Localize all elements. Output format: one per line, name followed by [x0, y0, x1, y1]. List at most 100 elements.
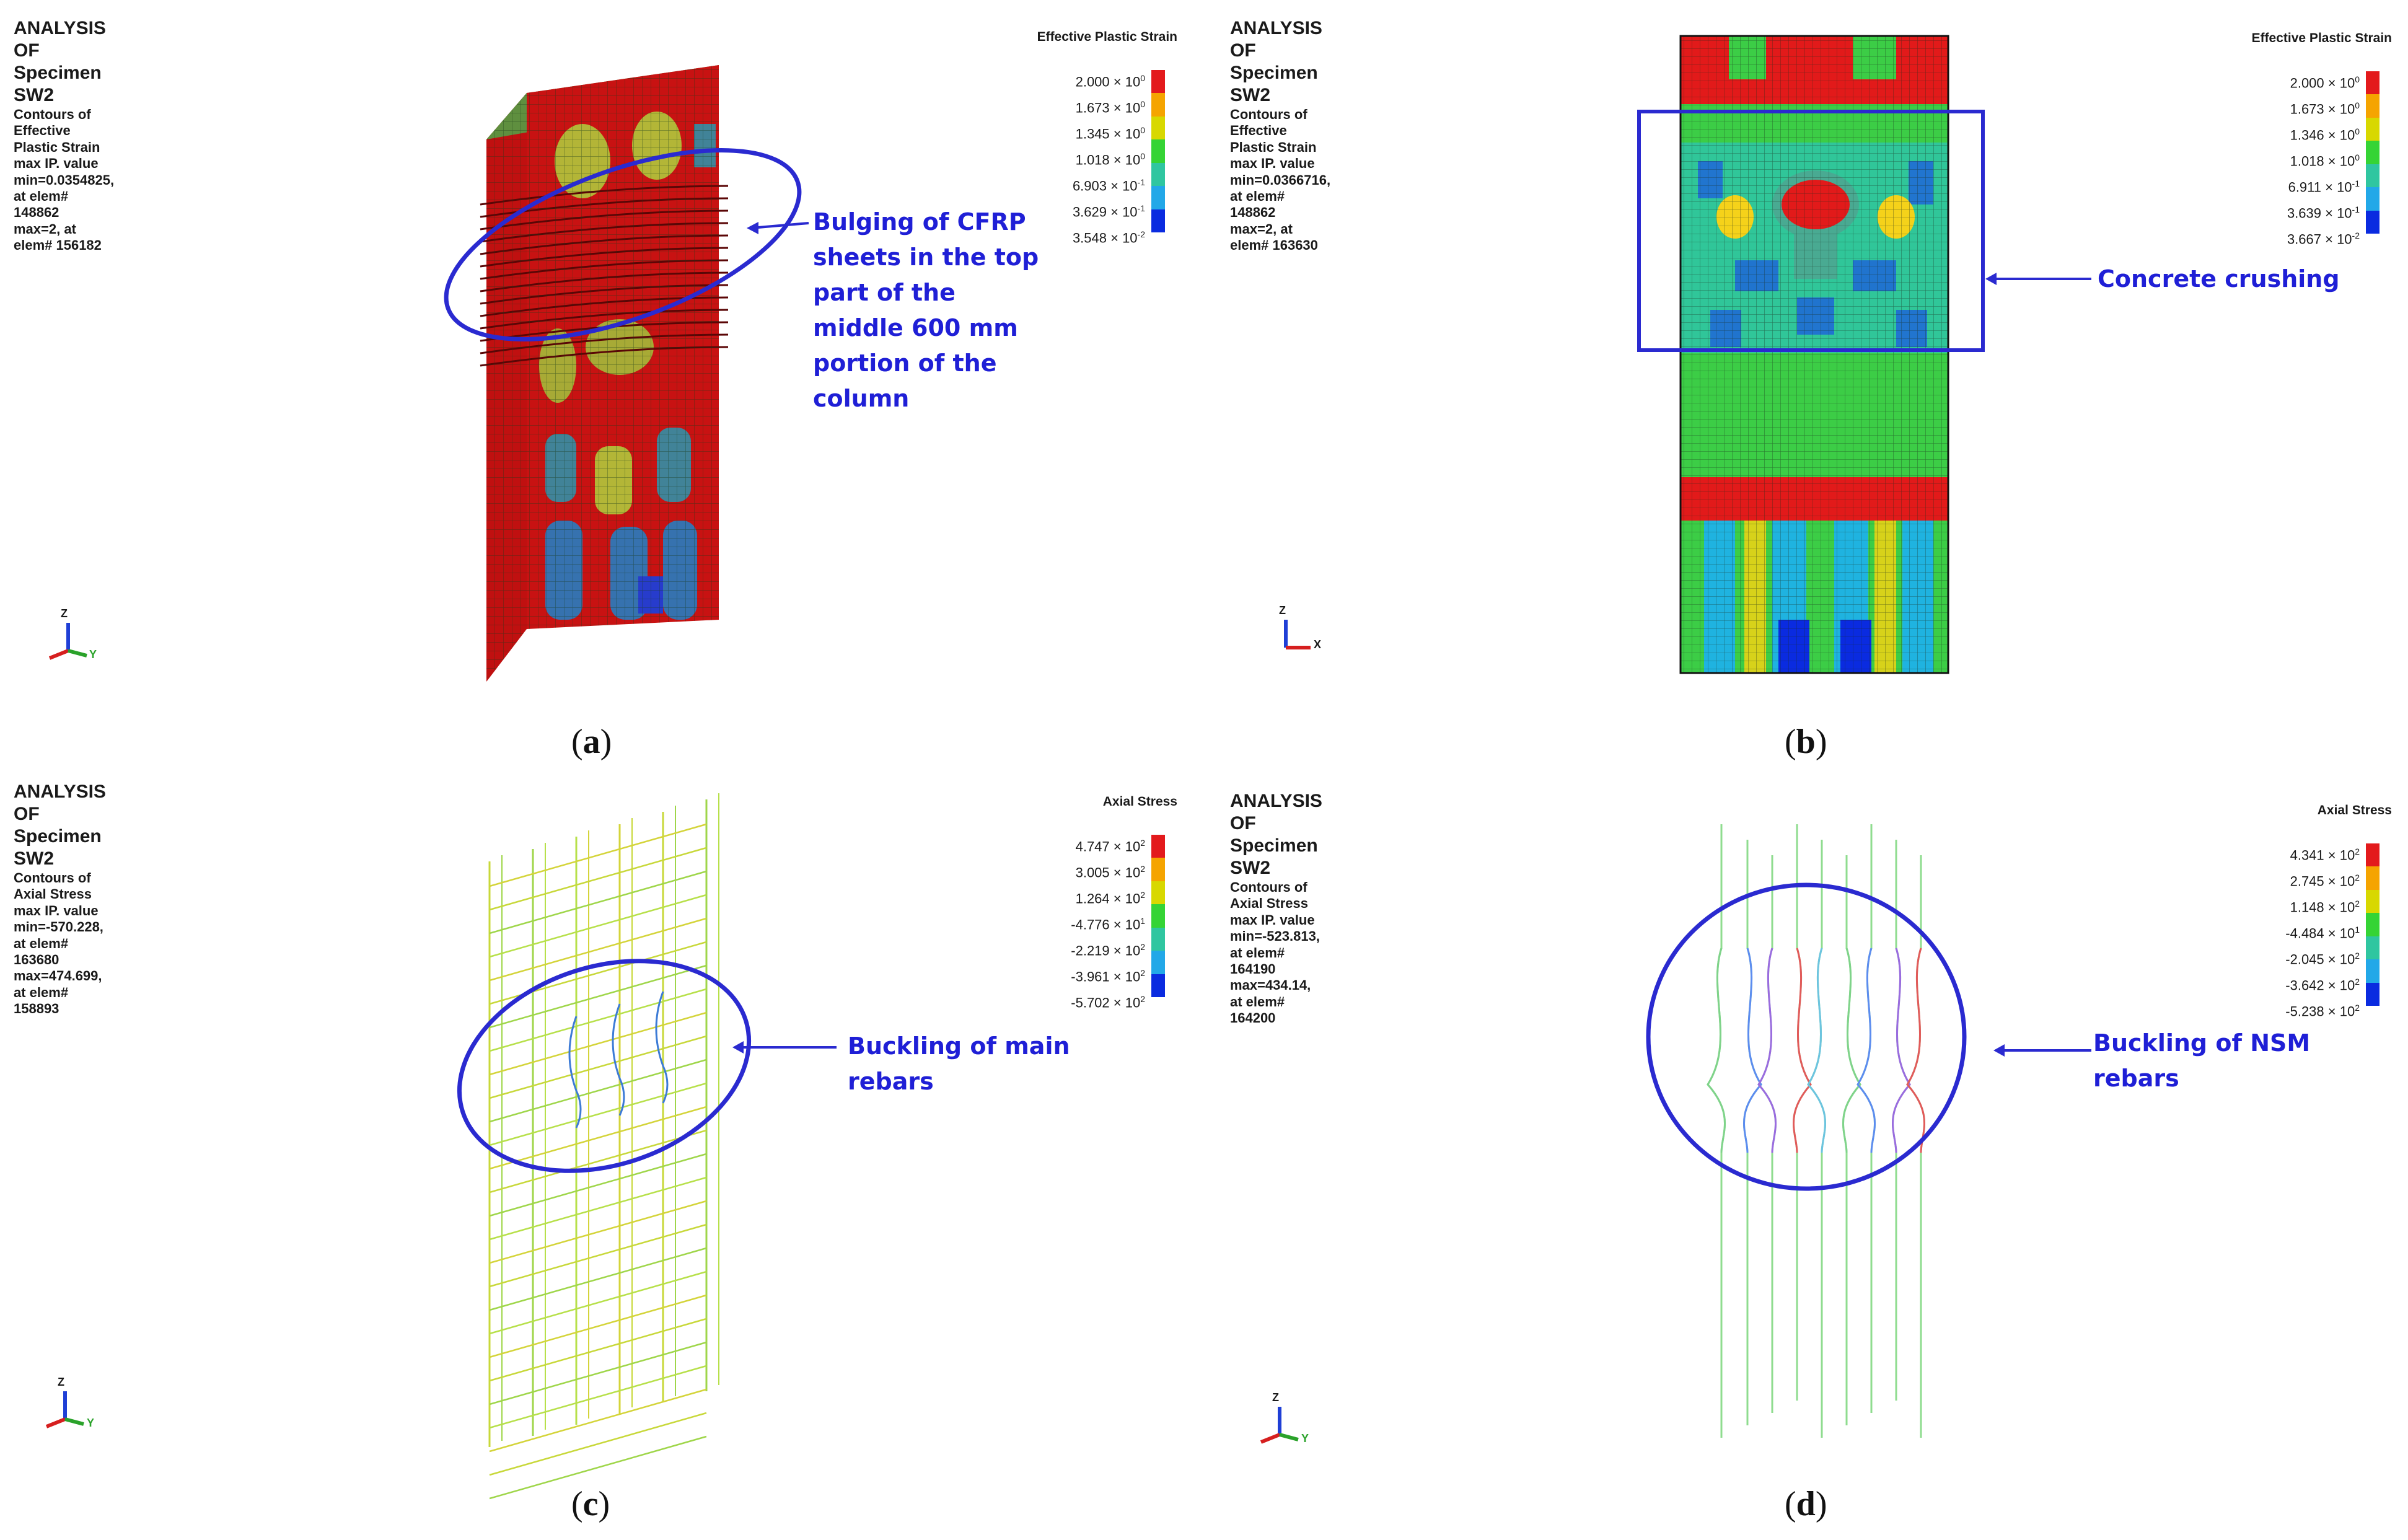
axis-triad-b — [1284, 620, 1311, 649]
annotation-line: Buckling of NSM — [2093, 1029, 2311, 1057]
axis-y-label: Y — [89, 648, 97, 661]
axis-z-label: Z — [1272, 1391, 1279, 1404]
panel-a-legend: Effective Plastic Strain 2.000 × 100 1.67… — [954, 30, 1177, 245]
legend-value: -2.219 × 102 — [1071, 942, 1145, 959]
colorbar-segment — [2366, 187, 2379, 211]
header-line: max IP. value — [14, 156, 99, 172]
header-max: max=434.14, at elem# 164200 — [1230, 977, 1311, 1026]
annotation-line: sheets in the top — [813, 244, 1039, 271]
caption-b: (b) — [1785, 723, 1827, 761]
colorbar-segment — [2366, 889, 2379, 913]
axis-y-label: Y — [87, 1417, 95, 1429]
legend-colorbar — [1151, 70, 1165, 232]
colorbar-segment — [1151, 209, 1165, 232]
colorbar-segment — [1151, 835, 1165, 858]
legend-value: 6.903 × 10-1 — [1072, 177, 1145, 194]
annotation-line: column — [813, 385, 910, 412]
axis-y-label: Y — [1301, 1432, 1309, 1445]
colorbar-segment — [1151, 139, 1165, 163]
legend-value: 3.005 × 102 — [1075, 864, 1145, 881]
legend-value: -3.961 × 102 — [1071, 968, 1145, 985]
colorbar-segment — [2366, 936, 2379, 960]
header-min: min=-523.813, at elem# 164190 — [1230, 928, 1320, 977]
legend-value: 1.673 × 100 — [2290, 100, 2360, 117]
panel-b-annotation: Concrete crushing — [2098, 262, 2340, 297]
panel-a-header: ANALYSIS OF Specimen SW2 Contours of Eff… — [14, 17, 114, 254]
legend-value: 4.747 × 102 — [1075, 838, 1145, 855]
header-line: max IP. value — [1230, 912, 1315, 928]
highlight-ellipse — [444, 148, 802, 341]
header-line: max IP. value — [14, 902, 99, 918]
highlight-ellipse — [1646, 882, 1967, 1191]
legend-value: 1.673 × 100 — [1075, 99, 1145, 116]
legend-colorbar — [1151, 835, 1165, 997]
colorbar-segment — [1151, 116, 1165, 140]
colorbar-segment — [1151, 951, 1165, 974]
panel-c-header: ANALYSIS OF Specimen SW2 Contours of Axi… — [14, 781, 106, 1018]
legend-value: 2.000 × 100 — [1075, 73, 1145, 90]
legend-value: 1.148 × 102 — [2290, 899, 2360, 915]
header-title: ANALYSIS OF Specimen SW2 — [1230, 18, 1322, 105]
rebar-cage-lines — [488, 793, 719, 1500]
header-max: max=2, at elem# 156182 — [14, 221, 102, 253]
legend-value: 6.911 × 10-1 — [2288, 178, 2360, 195]
legend-value: -4.484 × 101 — [2285, 925, 2360, 941]
legend-value: 1.018 × 100 — [2290, 152, 2360, 169]
annotation-line: Buckling of main — [848, 1032, 1070, 1060]
nsm-rebar-lines — [1707, 824, 1925, 1438]
axis-triad-c — [45, 1391, 84, 1428]
legend-value: 1.346 × 100 — [2290, 126, 2360, 143]
legend-value: 2.745 × 102 — [2290, 873, 2360, 889]
caption-a: (a) — [571, 723, 612, 761]
legend-value: 4.341 × 102 — [2290, 847, 2360, 863]
colorbar-segment — [2366, 959, 2379, 983]
colorbar-segment — [1151, 904, 1165, 928]
colorbar-segment — [2366, 94, 2379, 118]
header-subtitle: Contours of Effective Plastic Strain — [1230, 107, 1317, 155]
annotation-line: portion of the — [813, 350, 997, 377]
colorbar-segment — [1151, 974, 1165, 997]
colorbar-segment — [1151, 858, 1165, 881]
colorbar-segment — [2366, 141, 2379, 164]
legend-value: -5.238 × 102 — [2285, 1003, 2360, 1019]
legend-value: -4.776 × 101 — [1071, 916, 1145, 933]
annotation-line: Bulging of CFRP — [813, 208, 1026, 235]
annotation-line: middle 600 mm — [813, 314, 1018, 341]
legend-value: 3.667 × 10-2 — [2287, 231, 2360, 247]
annotation-line: Concrete crushing — [2098, 265, 2340, 293]
axis-z-label: Z — [61, 607, 68, 620]
legend-value: 2.000 × 100 — [2290, 74, 2360, 91]
header-subtitle: Contours of Effective Plastic Strain — [14, 107, 100, 155]
colorbar-segment — [2366, 117, 2379, 141]
legend-title: Effective Plastic Strain — [1037, 30, 1177, 44]
colorbar-segment — [1151, 881, 1165, 905]
axis-triad-d — [1260, 1407, 1299, 1444]
header-title: ANALYSIS OF Specimen SW2 — [14, 18, 106, 105]
panel-d-header: ANALYSIS OF Specimen SW2 Contours of Axi… — [1230, 790, 1322, 1027]
header-subtitle: Contours of Axial Stress — [1230, 879, 1308, 912]
caption-d: (d) — [1785, 1485, 1827, 1523]
colorbar-segment — [1151, 93, 1165, 117]
legend-value: 1.018 × 100 — [1075, 151, 1145, 168]
legend-colorbar — [2366, 843, 2379, 1006]
axis-triad-a — [48, 623, 87, 660]
header-subtitle: Contours of Axial Stress — [14, 870, 92, 902]
legend-value: 1.345 × 100 — [1075, 125, 1145, 142]
colorbar-segment — [2366, 210, 2379, 234]
colorbar-segment — [2366, 866, 2379, 890]
annotation-line: rebars — [2093, 1065, 2179, 1092]
panel-b-header: ANALYSIS OF Specimen SW2 Contours of Eff… — [1230, 17, 1330, 254]
panel-d-annotation: Buckling of NSM rebars — [2093, 1026, 2310, 1096]
legend-value: 3.639 × 10-1 — [2287, 205, 2360, 221]
axis-x-label: X — [1314, 638, 1322, 651]
legend-title: Axial Stress — [2317, 803, 2392, 817]
header-title: ANALYSIS OF Specimen SW2 — [14, 781, 106, 869]
legend-value: 3.629 × 10-1 — [1072, 203, 1145, 220]
colorbar-segment — [1151, 927, 1165, 951]
